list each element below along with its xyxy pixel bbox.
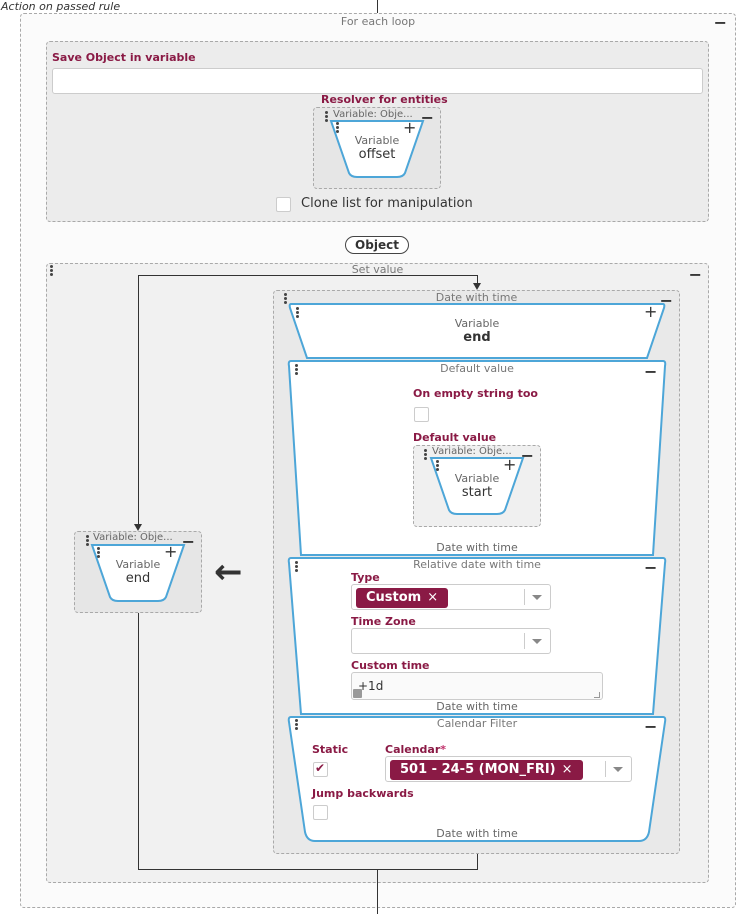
offset-variable-name: offset	[358, 147, 396, 162]
dwt-end-variable-name: end	[463, 330, 491, 345]
static-label: Static	[312, 743, 349, 756]
target-drag-handle[interactable]	[86, 535, 90, 547]
end-target-variable-kind: Variable	[115, 558, 161, 571]
start-variable-node[interactable]	[429, 456, 525, 516]
set-value-drag-handle[interactable]	[50, 265, 54, 277]
resolver-node-title: Variable: Obje...	[333, 109, 413, 120]
type-select[interactable]: Custom×	[351, 584, 551, 610]
calendar-select[interactable]: 501 - 24-5 (MON_FRI)×	[385, 756, 632, 782]
custom-time-label: Custom time	[351, 659, 430, 672]
dwt-end-variable-kind: Variable	[454, 317, 500, 330]
resize-handle-icon[interactable]	[594, 692, 600, 698]
time-zone-dropdown-arrow-icon[interactable]	[532, 639, 542, 644]
end-target-add-icon[interactable]: +	[164, 542, 178, 561]
start-variable-name: start	[461, 485, 493, 500]
collapse-relative-date-icon[interactable]: −	[644, 558, 658, 577]
calendar-dropdown-arrow-icon[interactable]	[613, 767, 623, 772]
offset-variable-kind: Variable	[354, 134, 400, 147]
resolver-drag-handle[interactable]	[325, 111, 329, 123]
assign-arrow-icon: ←	[214, 552, 243, 592]
default-value-drag-handle[interactable]	[295, 364, 299, 376]
connector-right-arrow	[473, 283, 481, 290]
collapse-default-value-icon[interactable]: −	[644, 362, 658, 381]
jump-backwards-checkbox[interactable]	[313, 805, 328, 820]
static-checkbox[interactable]: ✔	[313, 761, 328, 777]
type-tag: Custom×	[356, 588, 449, 608]
calendar-tag: 501 - 24-5 (MON_FRI)×	[390, 760, 583, 780]
calendar-filter-drag-handle[interactable]	[295, 719, 299, 731]
end-target-variable-node[interactable]	[90, 543, 186, 603]
jump-backwards-label: Jump backwards	[312, 787, 414, 800]
default-value-title: Default value	[440, 362, 514, 375]
relative-date-drag-handle[interactable]	[295, 561, 299, 573]
dwt-end-add-icon[interactable]: +	[644, 302, 658, 321]
end-target-variable-name: end	[125, 571, 151, 586]
relative-date-footer: Date with time	[436, 700, 518, 713]
action-label: Action on passed rule	[1, 0, 121, 13]
date-with-time-title: Date with time	[435, 291, 518, 304]
end-target-drag-handle[interactable]	[97, 547, 101, 559]
connector-right-down	[477, 275, 478, 286]
offset-node-add-icon[interactable]: +	[403, 118, 417, 137]
calendar-filter-footer: Date with time	[436, 827, 518, 840]
connector-right-bottom	[477, 853, 478, 870]
connector-top-h	[138, 275, 478, 276]
custom-time-value: +1d	[358, 679, 384, 693]
resolver-label: Resolver for entities	[321, 93, 448, 106]
date-with-time-drag-handle[interactable]	[284, 293, 288, 305]
type-tag-remove-icon[interactable]: ×	[427, 590, 439, 605]
calendar-tag-remove-icon[interactable]: ×	[561, 762, 573, 777]
type-label: Type	[351, 571, 380, 584]
on-empty-string-label: On empty string too	[413, 387, 538, 400]
offset-node-drag-handle[interactable]	[336, 122, 340, 134]
clone-list-checkbox[interactable]	[276, 197, 291, 212]
set-value-title: Set value	[351, 263, 404, 276]
bottom-connector	[377, 870, 378, 914]
collapse-calendar-filter-icon[interactable]: −	[644, 717, 658, 736]
target-node-title: Variable: Obje...	[93, 532, 173, 543]
collapse-for-each-icon[interactable]: −	[713, 13, 727, 32]
time-zone-label: Time Zone	[351, 615, 416, 628]
for-each-loop-title: For each loop	[340, 15, 416, 28]
connector-left-bottom	[138, 613, 139, 870]
connector-left-down	[138, 275, 139, 527]
custom-time-input[interactable]: +1d	[351, 672, 603, 700]
save-object-label: Save Object in variable	[52, 51, 196, 64]
relative-date-title: Relative date with time	[413, 558, 541, 571]
calendar-filter-title: Calendar Filter	[436, 717, 518, 730]
start-variable-kind: Variable	[454, 472, 500, 485]
collapse-set-value-icon[interactable]: −	[688, 265, 702, 284]
start-node-title: Variable: Obje...	[432, 446, 512, 457]
save-object-input[interactable]	[52, 68, 703, 94]
default-value-footer: Date with time	[436, 541, 518, 554]
target-collapse-icon[interactable]: −	[181, 532, 195, 551]
start-node-drag-handle[interactable]	[436, 460, 440, 472]
connector-left-arrow	[134, 524, 142, 531]
expand-icon[interactable]	[353, 689, 362, 698]
object-pill[interactable]: Object	[345, 236, 409, 254]
dwt-end-drag-handle[interactable]	[296, 307, 300, 319]
start-collapse-icon[interactable]: −	[520, 446, 534, 465]
calendar-label: Calendar*	[385, 743, 447, 756]
clone-list-label: Clone list for manipulation	[301, 196, 473, 211]
on-empty-string-checkbox[interactable]	[414, 407, 429, 422]
type-dropdown-arrow-icon[interactable]	[532, 595, 542, 600]
start-drag-handle[interactable]	[424, 449, 428, 461]
default-value-label: Default value	[413, 431, 497, 444]
static-check-icon: ✔	[315, 761, 326, 775]
offset-variable-node[interactable]	[329, 119, 425, 179]
time-zone-select[interactable]	[351, 628, 551, 654]
resolver-collapse-icon[interactable]: −	[420, 108, 434, 127]
start-node-add-icon[interactable]: +	[503, 455, 517, 474]
connector-bottom-h	[138, 869, 478, 870]
